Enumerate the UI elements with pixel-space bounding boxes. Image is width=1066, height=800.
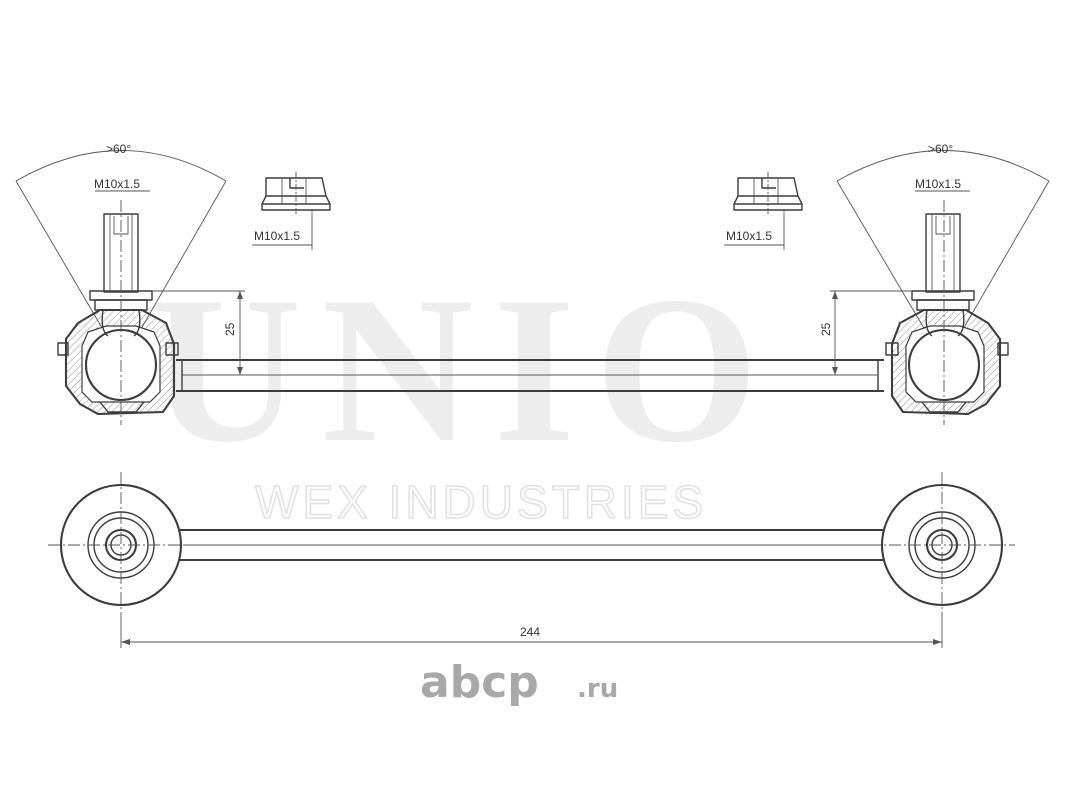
left-ball-joint (15, 150, 227, 425)
thread-label-nut-left: M10x1.5 (254, 229, 300, 243)
site-logo-suffix: .ru (577, 674, 618, 704)
watermark-brand: UNIO (150, 254, 778, 486)
rod-top-view (180, 528, 883, 562)
angle-label-left: >60° (106, 142, 131, 156)
height-label-right: 25 (819, 322, 833, 336)
right-eye-top-view (869, 472, 1015, 618)
length-label: 244 (520, 625, 540, 639)
right-nut (733, 172, 803, 214)
height-label-left: 25 (223, 322, 237, 336)
thread-label-stud-right: M10x1.5 (915, 177, 961, 191)
rod-side-view (176, 358, 884, 393)
thread-label-nut-right: M10x1.5 (726, 229, 772, 243)
left-nut (261, 172, 331, 214)
watermark-company: WEX INDUSTRIES (255, 476, 707, 528)
site-logo-main: abcp (420, 657, 539, 708)
left-eye-top-view (48, 472, 194, 618)
angle-label-right: >60° (928, 142, 953, 156)
thread-label-stud-left: M10x1.5 (94, 177, 140, 191)
right-ball-joint (836, 150, 1050, 425)
